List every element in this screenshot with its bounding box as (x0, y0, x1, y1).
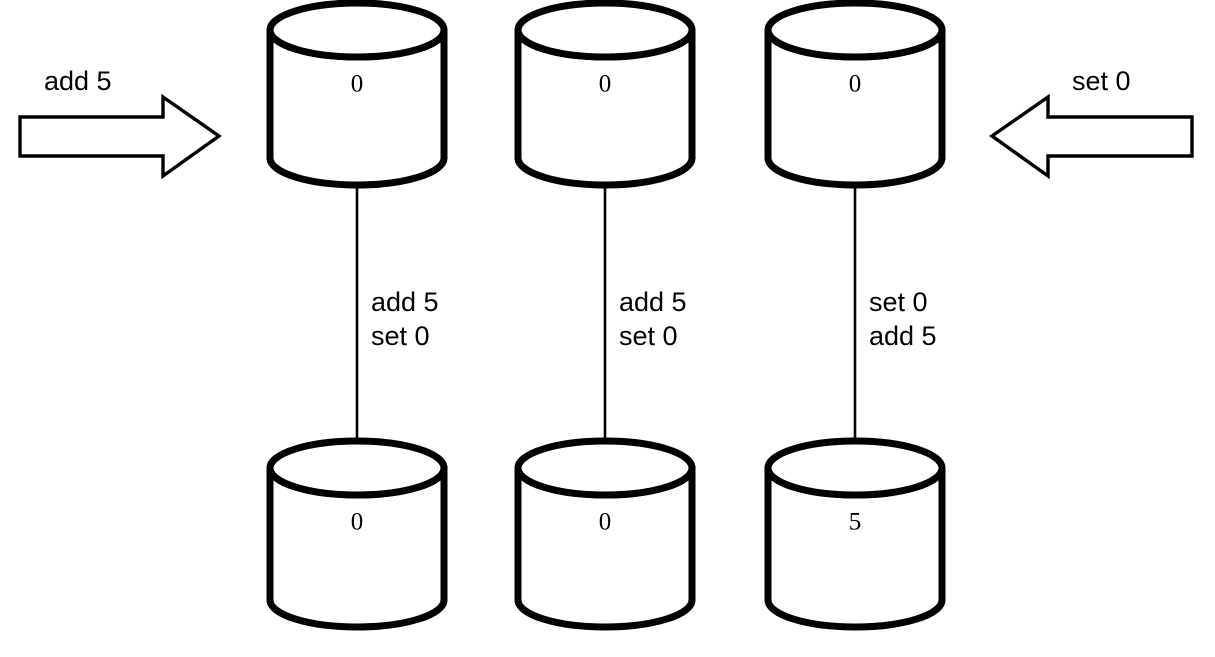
replica-column-2: 0 add 5 set 0 0 (514, 0, 696, 631)
database-value: 0 (849, 71, 862, 98)
cylinder-rim (764, 26, 946, 61)
external-input-label: add 5 (44, 66, 112, 96)
block-arrow-right (18, 93, 222, 180)
cylinder-body (514, 464, 696, 631)
cylinder-body (514, 26, 696, 189)
database-value: 0 (599, 509, 612, 536)
operation-label: set 0 (619, 321, 678, 351)
replica-column-1: 0 add 5 set 0 0 (266, 0, 448, 631)
external-arrow-group: add 5 set 0 (18, 66, 1194, 180)
external-input-right: add 5 (18, 66, 222, 180)
operation-label: set 0 (371, 321, 430, 351)
operation-label: add 5 (869, 321, 937, 351)
cylinder-body (764, 464, 946, 631)
database-top-2: 0 (514, 0, 696, 189)
cylinder-body (266, 464, 448, 631)
database-value: 0 (351, 509, 364, 536)
database-bottom-2: 0 (514, 437, 696, 631)
external-input-label: set 0 (1072, 66, 1131, 96)
block-arrow-left (989, 93, 1194, 180)
replica-column-3: 0 set 0 add 5 5 (764, 0, 946, 631)
cylinder-body (266, 26, 448, 189)
database-top-3: 0 (764, 0, 946, 189)
operation-label: set 0 (869, 287, 928, 317)
operation-label: add 5 (371, 287, 439, 317)
cylinder-rim (764, 464, 946, 499)
cylinder-rim (266, 464, 448, 499)
database-top-1: 0 (266, 0, 448, 189)
database-value: 0 (351, 71, 364, 98)
operation-label: add 5 (619, 287, 687, 317)
external-input-left: set 0 (989, 66, 1194, 180)
database-value: 0 (599, 71, 612, 98)
cylinder-rim (514, 26, 696, 61)
cylinder-body (764, 26, 946, 189)
database-bottom-1: 0 (266, 437, 448, 631)
cylinder-rim (514, 464, 696, 499)
database-value: 5 (849, 509, 862, 536)
cylinder-rim (266, 26, 448, 61)
database-bottom-3: 5 (764, 437, 946, 631)
replica-columns-group: 0 add 5 set 0 0 0 add 5 set 0 0 0 set 0 add 5 5 (266, 0, 946, 631)
